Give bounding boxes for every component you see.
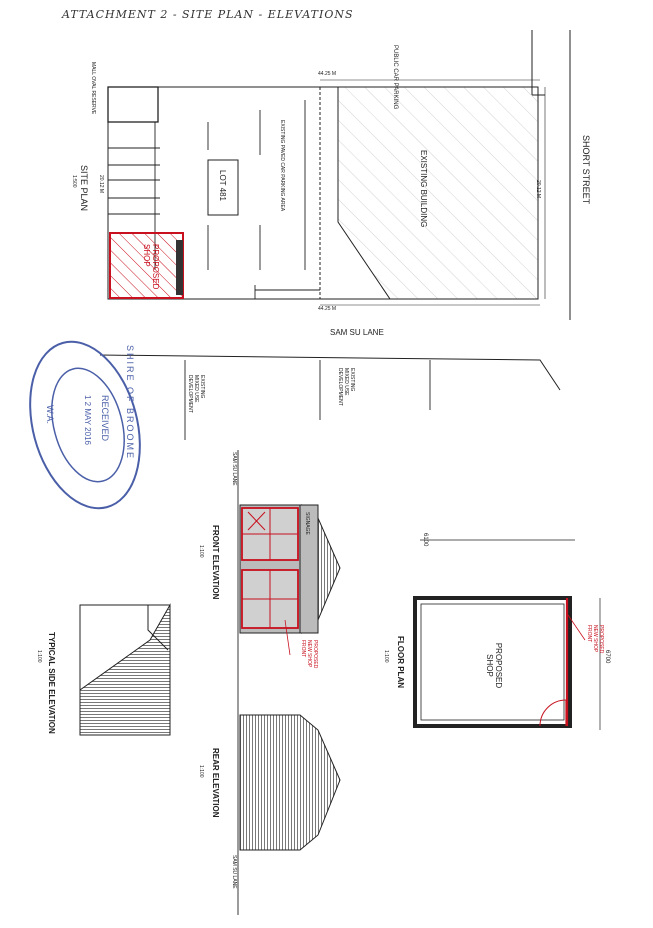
proposed-shop-label: PROPOSED SHOP (142, 244, 160, 290)
signage-band (299, 504, 319, 634)
stamp-line2: RECEIVED (100, 395, 110, 442)
floor-walls (413, 596, 572, 728)
stamp-line3: W.A. (45, 405, 55, 425)
front-elevation-title: FRONT ELEVATION (211, 525, 220, 600)
site-plan-scale: 1:500 (71, 175, 77, 188)
floor-plan-title: FLOOR PLAN (396, 636, 405, 688)
public-parking-label: PUBLIC CAR PARKING (392, 45, 398, 110)
floor-plan (413, 539, 601, 730)
dim-right-label: 20.12 M (535, 180, 541, 199)
mixed-use-label-2: EXISTING MIXED USE DEVELOPMENT (337, 368, 355, 406)
floor-room-label: PROPOSED SHOP (485, 642, 503, 689)
sam-su-lane-label: SAM SU LANE (330, 328, 384, 337)
note-leader-front (284, 619, 291, 656)
shopfront-mullions (242, 508, 298, 628)
existing-building (337, 86, 539, 300)
car-parking-label: EXISTING PAVED CAR PARKING AREA (279, 120, 285, 212)
received-stamp (29, 340, 141, 510)
door-swing (539, 699, 567, 727)
note-leader-floor (567, 614, 586, 641)
short-street-label: SHORT STREET (581, 135, 591, 205)
front-elevation (237, 450, 341, 915)
front-elevation-scale: 1:100 (198, 545, 204, 558)
lot-481-label: LOT 481 (218, 170, 227, 201)
rear-elevation (239, 714, 341, 851)
floor-dim-depth: 6700 (604, 650, 610, 664)
side-roof (79, 603, 171, 736)
stamp-line1: SHIRE OF BROOME (125, 345, 135, 461)
dim-bottom-label: 44.25 M (318, 306, 337, 312)
existing-building-label: EXISTING BUILDING (419, 150, 428, 228)
front-lane-label: SAM SU LANE (231, 452, 237, 486)
side-elevation-scale: 1:100 (36, 650, 42, 663)
rear-wall (239, 714, 341, 851)
dim-left-label: 20.12 M (98, 175, 104, 194)
site-plan-title: SITE PLAN (79, 165, 89, 212)
stamp-date: 1 2 MAY 2016 (83, 395, 92, 445)
rear-lane-label: SAM SU LANE (231, 855, 237, 889)
rear-elevation-scale: 1:100 (198, 765, 204, 778)
lot-481-box (207, 159, 239, 216)
sam-su-lane-edge (99, 354, 561, 391)
rear-elevation-title: REAR ELEVATION (211, 748, 220, 818)
mall-oval-label: MALL OVAL RESERVE (90, 62, 96, 115)
side-elevation-title: TYPICAL SIDE ELEVATION (47, 632, 56, 734)
dim-top-label: 44.25 M (318, 71, 337, 77)
side-elevation (79, 603, 171, 736)
signage-label: SIGNAGE (304, 512, 310, 535)
floor-plan-scale: 1:100 (383, 650, 389, 663)
floor-note: PROPOSED NEW SHOP FRONT (586, 625, 604, 654)
mixed-use-label-1: EXISTING MIXED USE DEVELOPMENT (187, 375, 205, 413)
floor-inner (420, 603, 565, 721)
floor-dim-width: 6100 (422, 533, 428, 547)
corner-structure (107, 86, 159, 123)
front-note: PROPOSED NEW SHOP FRONT (300, 640, 318, 669)
proposed-shop-wall (176, 240, 183, 295)
drawing-heading: ATTACHMENT 2 - SITE PLAN - ELEVATIONS (62, 8, 354, 21)
side-parapet (147, 605, 169, 651)
site-plan (99, 30, 571, 440)
